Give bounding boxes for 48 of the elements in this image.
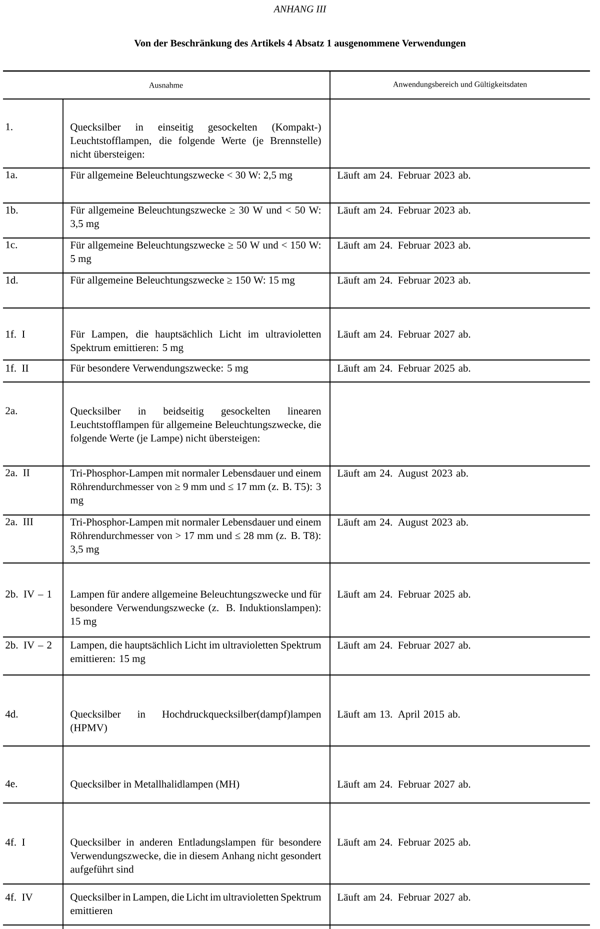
row-number: 4f. IV [5, 893, 33, 901]
expiry-date-text: Läuft am 24. Februar 2023 ab. [338, 171, 470, 179]
row-number: 2b. IV – 1 [6, 590, 52, 598]
expiry-date-text: Läuft am 24. Februar 2027 ab. [338, 641, 470, 649]
expiry-date-text: Läuft am 24. Februar 2023 ab. [338, 241, 470, 249]
row-number: 1f. I [6, 330, 25, 338]
expiry-date-text: Läuft am 24. August 2023 ab. [338, 469, 468, 479]
exemption-text: Für allgemeine Beleuchtungszwecke < 30 W: 2,5 mg [70, 171, 292, 181]
row-number: 1d. [6, 276, 18, 284]
expiry-date-text: Läuft am 24. Februar 2027 ab. [338, 893, 470, 901]
row-number: 2a. II [6, 469, 30, 476]
row-number: 1c. [6, 241, 17, 248]
row-number: 2b. IV – 2 [6, 641, 52, 649]
expiry-date-text: Läuft am 24. Februar 2023 ab. [338, 206, 470, 214]
exemption-text: Quecksilber in einseitig gesockelten (Kompakt-) Leuchtstofflampen, die folgende Werte (je Brennstelle) nicht übersteigen: [70, 123, 321, 160]
exemption-text: Für besondere Verwendungszwecke: 5 mg [70, 364, 248, 374]
expiry-date-text: Läuft am 24. Februar 2025 ab. [338, 838, 470, 846]
exemption-text: Quecksilber in anderen Entladungslampen für besondere Verwendungszwecke, die in diesem Anhang nicht gesondert aufgeführt sind [70, 838, 322, 875]
exemption-text: Lampen, die hauptsächlich Licht im ultravioletten Spektrum emittieren: 15 mg [70, 641, 322, 664]
expiry-date-text: Läuft am 24. August 2023 ab. [338, 518, 468, 528]
exemption-text: Für allgemeine Beleuchtungszwecke ≥ 30 W und < 50 W: 3,5 mg [70, 206, 320, 230]
expiry-date-text: Läuft am 24. Februar 2023 ab. [338, 276, 470, 284]
expiry-date-text: Läuft am 24. Februar 2025 ab. [338, 590, 470, 598]
row-number: 2a. III [6, 518, 33, 526]
exemption-text: Für allgemeine Beleuchtungszwecke ≥ 50 W und < 150 W: 5 mg [70, 241, 320, 264]
row-number: 4e. [5, 780, 17, 788]
expiry-date-text: Läuft am 24. Februar 2025 ab. [338, 364, 470, 372]
row-number: 1. [6, 123, 12, 130]
row-number: 2a. [6, 407, 17, 414]
exemption-text: Für Lampen, die hauptsächlich Licht im ultravioletten Spektrum emittieren: 5 mg [70, 330, 322, 354]
row-number: 1f. II [6, 364, 28, 372]
exemption-text: Tri-Phosphor-Lampen mit normaler Lebensdauer und einem Röhrendurchmesser von > 17 mm und ≤ 28 mm (z. B. T8): 3,5 mg [70, 518, 322, 555]
exemption-text: Quecksilber in Lampen, die Licht im ultravioletten Spektrum emittieren [70, 893, 322, 914]
exemption-text: Lampen für andere allgemeine Beleuchtungszwecke und für besondere Verwendungszwecke (z. B. Induktionslampen): 15 mg [70, 590, 322, 627]
expiry-date-text: Läuft am 13. April 2015 ab. [338, 710, 460, 720]
exemption-text: Für allgemeine Beleuchtungszwecke ≥ 150 W: 15 mg [70, 276, 295, 286]
exemption-text: Quecksilber in Metallhalidlampen (MH) [70, 780, 240, 790]
page-heading: Von der Beschränkung des Artikels 4 Absatz 1 ausgenommene Verwendungen [134, 39, 466, 49]
annex-label: ANHANG III [273, 6, 327, 12]
exemption-text: Quecksilber in Hochdruckquecksilber(dampf)lampen (HPMV) [70, 710, 322, 734]
expiry-date-text: Läuft am 24. Februar 2027 ab. [338, 780, 470, 788]
row-number: 1b. [6, 206, 18, 214]
row-number: 4d. [5, 710, 18, 718]
exemption-text: Quecksilber in beidseitig gesockelten linearen Leuchtstofflampen für allgemeine Beleuchtungszwecke, die folgende Werte (je Lampe) nicht übersteigen: [70, 407, 322, 444]
row-number: 1a. [6, 171, 17, 178]
expiry-date-text: Läuft am 24. Februar 2027 ab. [338, 330, 470, 338]
exemption-text: Tri-Phosphor-Lampen mit normaler Lebensdauer und einem Röhrendurchmesser von ≥ 9 mm und ≤ 17 mm (z. B. T5): 3 mg [70, 469, 322, 506]
row-number: 4f. I [5, 838, 25, 846]
